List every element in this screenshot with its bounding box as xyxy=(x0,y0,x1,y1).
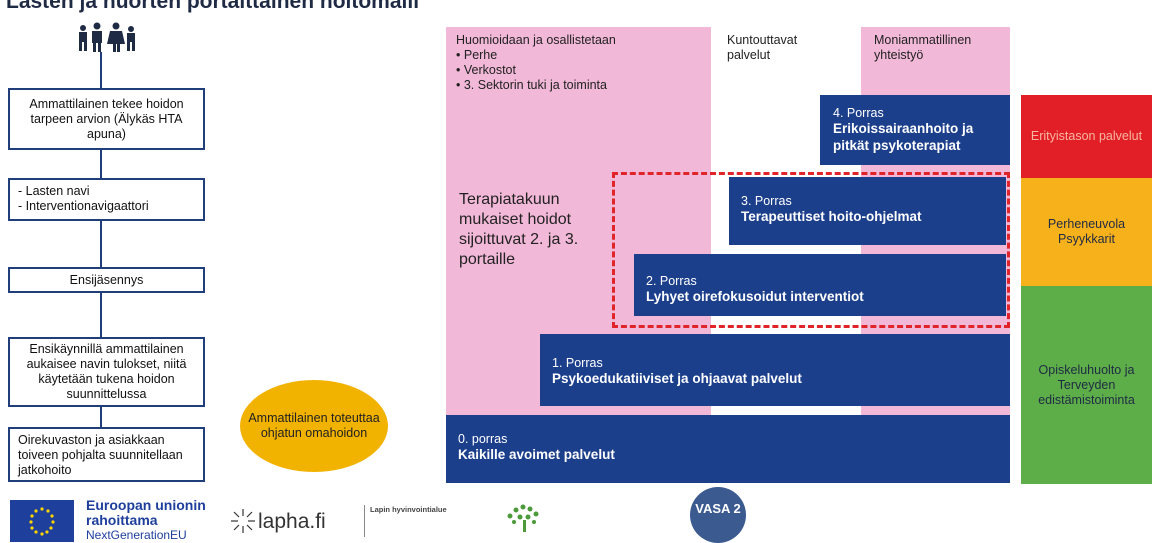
lapha-logo-text: lapha.fi xyxy=(258,510,326,533)
level-name: Lyhyet oirefokusoidut interventiot xyxy=(646,289,864,304)
level-name: Psykoedukatiiviset ja ohjaavat palvelut xyxy=(552,371,802,386)
header-col1-item: Verkostot xyxy=(456,63,696,78)
flow-navi-item: Lasten navi xyxy=(18,184,195,199)
header-col2: Kuntouttavat palvelut xyxy=(727,33,798,62)
lapha-sun-icon xyxy=(231,509,255,533)
level-2-block: 2. Porras Lyhyet oirefokusoidut interven… xyxy=(634,254,1006,316)
flow-box-jatkohoito-text: Oirekuvaston ja asiakkaan toiveen pohjal… xyxy=(18,433,183,477)
terapiatakuu-outline xyxy=(612,172,1010,328)
level-label: 2. Porras xyxy=(646,274,697,288)
level-0-block: 0. porras Kaikille avoimet palvelut xyxy=(446,415,1010,483)
eu-line2: rahoittama xyxy=(86,512,158,528)
level-1-block: 1. Porras Psykoedukatiiviset ja ohjaavat… xyxy=(540,334,1010,406)
side-red-block: Erityistason palvelut xyxy=(1021,95,1152,178)
omahoito-oval: Ammattilainen toteuttaa ohjatun omahoido… xyxy=(240,380,388,472)
flow-box-assessment-text: Ammattilainen tekee hoidon tarpeen arvio… xyxy=(29,96,184,141)
eu-flag-icon xyxy=(10,500,74,542)
level-name: Terapeuttiset hoito-ohjelmat xyxy=(741,209,922,224)
header-col3: Moniammatillinen yhteistyö xyxy=(874,33,972,62)
side-green-block: Opiskeluhuolto ja Terveyden edistämistoi… xyxy=(1021,286,1152,484)
flow-connector xyxy=(100,52,102,88)
header-col1-item: Perhe xyxy=(456,48,696,63)
flow-box-ensijasennys-text: Ensijäsennys xyxy=(69,272,144,287)
level-label: 0. porras xyxy=(458,432,508,446)
side-green-text: Opiskeluhuolto ja Terveyden edistämistoi… xyxy=(1038,362,1135,407)
level-name: Erikoissairaanhoito ja pitkät psykoterap… xyxy=(833,121,974,153)
lapha-small-title: Lapin hyvinvointialue xyxy=(370,505,447,514)
flow-box-jatkohoito: Oirekuvaston ja asiakkaan toiveen pohjal… xyxy=(8,427,205,482)
flow-box-ensijasennys: Ensijäsennys xyxy=(8,267,205,293)
side-orange-text: Perheneuvola Psyykkarit xyxy=(1047,217,1126,246)
level-4-block: 4. Porras Erikoissairaanhoito ja pitkät … xyxy=(820,95,1010,165)
level-3-block: 3. Porras Terapeuttiset hoito-ohjelmat xyxy=(729,177,1006,245)
omahoito-oval-text: Ammattilainen toteuttaa ohjatun omahoido… xyxy=(248,411,380,440)
eu-line1: Euroopan unionin xyxy=(86,497,206,513)
level-name: Kaikille avoimet palvelut xyxy=(458,447,615,462)
terapiatakuu-text: Terapiatakuun mukaiset hoidot sijoittuva… xyxy=(459,191,579,268)
flow-box-first-visit: Ensikäynnillä ammattilainen aukaisee nav… xyxy=(8,337,205,407)
page-title: Lasten ja nuorten portaittainen hoitomal… xyxy=(6,0,420,13)
level-label: 4. Porras xyxy=(833,106,884,120)
family-icon xyxy=(79,22,135,52)
flow-connector xyxy=(100,293,102,337)
flow-box-first-visit-text: Ensikäynnillä ammattilainen aukaisee nav… xyxy=(26,342,187,401)
header-col1: Huomioidaan ja osallistetaan Perhe Verko… xyxy=(456,33,696,93)
flow-connector xyxy=(100,150,102,178)
level-label: 3. Porras xyxy=(741,194,792,208)
header-col1-item: 3. Sektorin tuki ja toiminta xyxy=(456,78,696,93)
eu-line3: NextGenerationEU xyxy=(86,528,187,542)
flow-box-navi: Lasten navi Interventionavigaattori xyxy=(8,178,205,221)
lapha-divider xyxy=(364,505,365,537)
lapha-subtitle: Lapin hyvinvointialue xyxy=(370,506,447,514)
flow-navi-item: Interventionavigaattori xyxy=(18,199,195,214)
side-red-text: Erityistason palvelut xyxy=(1030,129,1143,143)
flow-connector xyxy=(100,221,102,267)
header-col1-title: Huomioidaan ja osallistetaan xyxy=(456,33,616,47)
tree-logo-icon xyxy=(507,504,539,532)
flow-connector xyxy=(100,407,102,427)
side-orange-block: Perheneuvola Psyykkarit xyxy=(1021,178,1152,286)
vasa-logo: VASA 2 xyxy=(690,487,746,543)
level-label: 1. Porras xyxy=(552,356,603,370)
flow-box-assessment: Ammattilainen tekee hoidon tarpeen arvio… xyxy=(8,88,205,150)
eu-funding-text: Euroopan unionin rahoittama NextGenerati… xyxy=(86,498,206,543)
